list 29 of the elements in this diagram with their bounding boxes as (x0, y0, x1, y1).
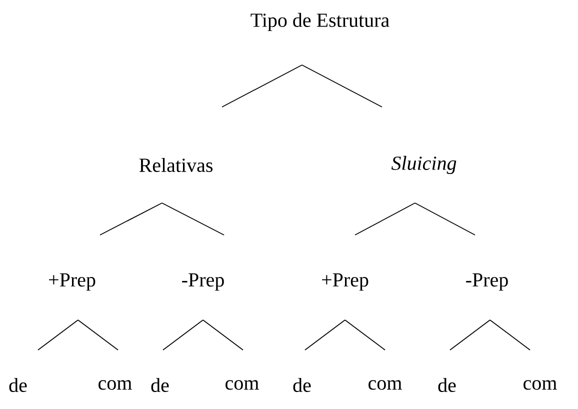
tree-label: de (9, 378, 27, 392)
tree-label: de (438, 378, 456, 392)
tree-label: com (226, 380, 259, 390)
tree-branch (450, 320, 490, 350)
tree-branch (100, 202, 162, 236)
tree-branch (414, 202, 476, 236)
tree-branch (344, 320, 386, 350)
tree-label: de (151, 378, 169, 392)
tree-label: de (293, 378, 311, 392)
tree-branch (490, 320, 530, 350)
tree-label: Tipo de Estrutura (250, 12, 390, 32)
tree-label: -Prep (466, 273, 508, 291)
tree-label: Sluicing (391, 156, 456, 174)
tree-branch (162, 202, 224, 236)
tree-branch (302, 64, 382, 108)
tree-branch (354, 202, 416, 236)
tree-label: -Prep (182, 273, 224, 291)
tree-label: Relativas (139, 158, 212, 172)
tree-branch (222, 64, 302, 108)
tree-branch (78, 320, 118, 350)
tree-label: com (98, 380, 132, 390)
tree-label: com (368, 380, 402, 390)
tree-branch (202, 320, 244, 350)
tree-branch (304, 320, 346, 350)
tree-label: +Prep (322, 273, 368, 291)
tree-label: com (524, 380, 557, 390)
tree-label: +Prep (49, 273, 96, 291)
tree-branch (38, 320, 78, 350)
tree-branch (162, 320, 204, 350)
